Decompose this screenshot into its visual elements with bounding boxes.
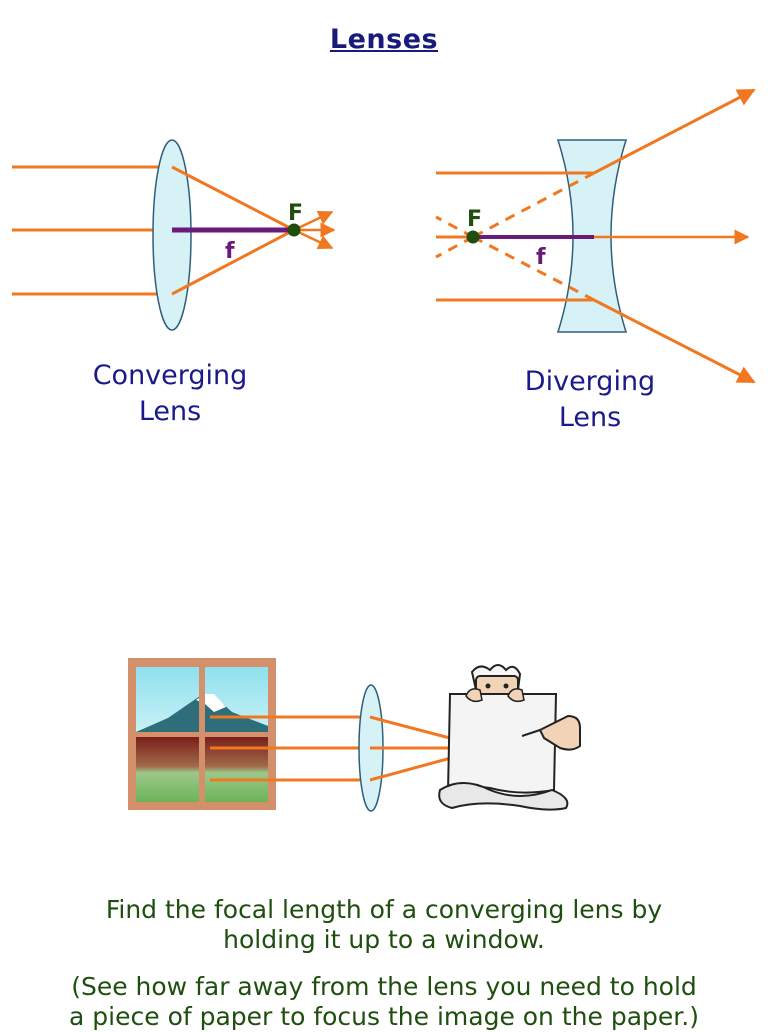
converging-lens-caption: Converging Lens (60, 358, 280, 430)
diverging-caption-line2: Lens (558, 402, 622, 433)
diverging-focal-length-label: f (536, 245, 546, 270)
diverging-focal-point-label: F (467, 207, 482, 232)
instructions-text: Find the focal length of a converging le… (0, 895, 768, 955)
diverging-lens-diagram: F f (435, 88, 756, 384)
diverging-caption-line1: Diverging (524, 366, 656, 397)
note-line1: (See how far away from the lens you need… (71, 972, 697, 1001)
person-holding-paper-icon (438, 664, 581, 811)
converging-lens-diagram: F f (12, 139, 336, 331)
converging-focal-point-label: F (288, 201, 303, 226)
diverging-virtual-ray-top-ext (435, 215, 474, 239)
instructions-line1: Find the focal length of a converging le… (105, 895, 663, 924)
converging-caption-line2: Lens (138, 396, 202, 427)
diverging-exit-ray-bottom (593, 298, 756, 384)
diverging-exit-ray-top (593, 88, 756, 175)
diverging-virtual-ray-top (472, 171, 595, 239)
diverging-virtual-ray-bottom-ext (435, 235, 474, 259)
page-title: Lenses (329, 24, 439, 55)
converging-lens-shape (152, 139, 192, 331)
converging-caption-line1: Converging (92, 360, 248, 391)
diverging-lens-caption: Diverging Lens (480, 364, 700, 436)
converging-focal-point (287, 223, 301, 237)
converging-exit-ray-up (293, 210, 334, 232)
diverging-virtual-ray-bottom (472, 235, 595, 302)
instructions-note: (See how far away from the lens you need… (0, 972, 768, 1032)
window-pane-bottom-left (136, 737, 199, 802)
converging-refracted-ray-bottom (171, 228, 295, 296)
focal-length-experiment-illustration (128, 658, 581, 812)
converging-exit-ray-down (293, 228, 334, 250)
instructions-line2: holding it up to a window. (223, 925, 545, 954)
note-line2: a piece of paper to focus the image on t… (69, 1002, 699, 1031)
diverging-focal-point (466, 230, 480, 244)
converging-refracted-ray-top (171, 165, 295, 232)
converging-focal-length-label: f (225, 239, 235, 264)
window-mullion-horizontal (136, 732, 268, 737)
